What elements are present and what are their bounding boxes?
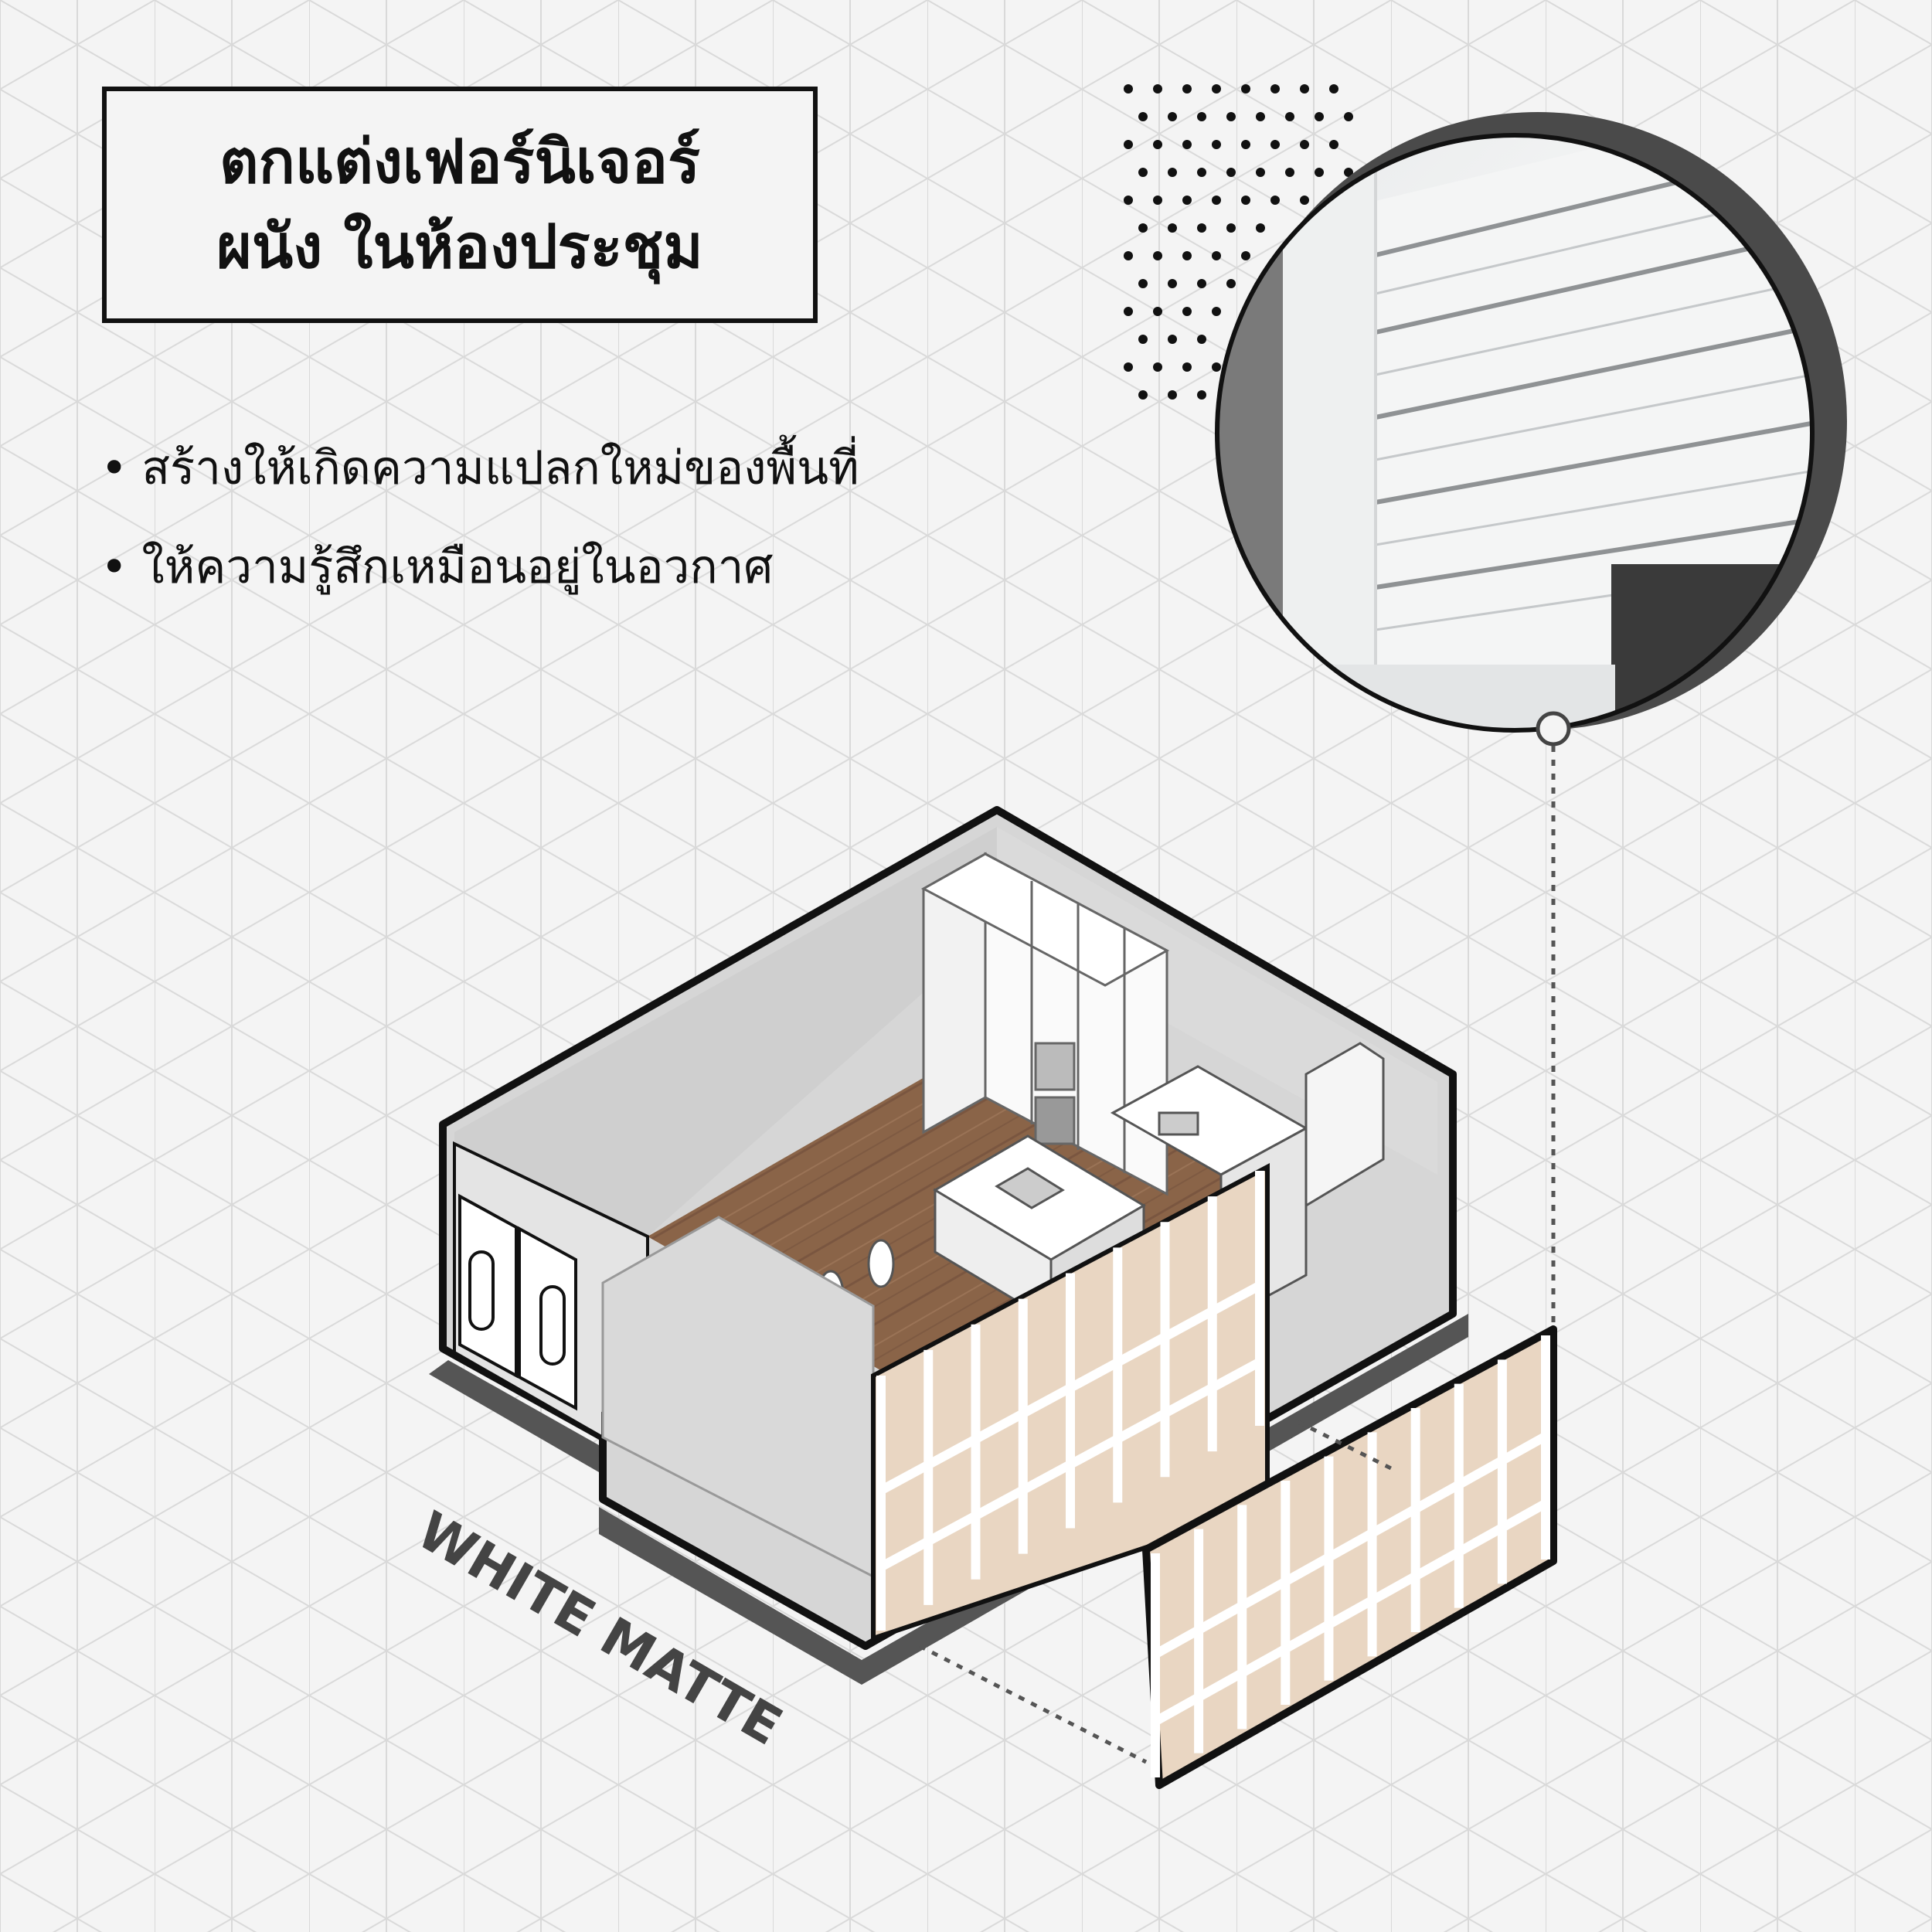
halftone-dot <box>1124 307 1133 316</box>
halftone-dot <box>1226 279 1236 288</box>
halftone-dot <box>1182 307 1192 316</box>
halftone-dot <box>1344 112 1353 121</box>
halftone-dot <box>1138 168 1148 177</box>
halftone-dot <box>1256 168 1265 177</box>
bullet-marker: • <box>100 540 128 594</box>
halftone-dot <box>1212 84 1221 94</box>
halftone-dot <box>1212 140 1221 149</box>
halftone-dot <box>1197 223 1206 233</box>
halftone-dot <box>1124 84 1133 94</box>
halftone-dot <box>1329 84 1338 94</box>
halftone-dot <box>1285 112 1294 121</box>
page-title-line-1: ตกแต่งเฟอร์นิเจอร์ <box>219 128 700 197</box>
halftone-dot <box>1226 168 1236 177</box>
halftone-dot <box>1124 362 1133 372</box>
wall-rail <box>1153 1432 1548 1658</box>
halftone-dot <box>1153 140 1162 149</box>
wall-rail <box>879 1281 1262 1495</box>
halftone-dot <box>1182 84 1192 94</box>
halftone-dot <box>1197 112 1206 121</box>
halftone-dot <box>1241 84 1250 94</box>
page-title-line-2: ผนัง ในห้องประชุม <box>216 213 703 282</box>
halftone-dots-decoration <box>1124 84 1353 400</box>
halftone-dot <box>1329 140 1338 149</box>
circle-outline <box>1215 133 1815 733</box>
halftone-dot <box>1241 196 1250 205</box>
halftone-dot <box>1153 307 1162 316</box>
halftone-dot <box>1212 196 1221 205</box>
bullet-text: ให้ความรู้สึกเหมือนอยู่ในอวกาศ <box>141 540 774 594</box>
halftone-dot <box>1153 251 1162 260</box>
halftone-dot <box>1138 279 1148 288</box>
halftone-dot <box>1315 112 1324 121</box>
halftone-dot <box>1285 168 1294 177</box>
halftone-dot <box>1138 112 1148 121</box>
halftone-dot <box>1300 140 1309 149</box>
halftone-dot <box>1256 223 1265 233</box>
halftone-dot <box>1212 362 1221 372</box>
halftone-dot <box>1270 84 1280 94</box>
halftone-dot <box>1197 335 1206 344</box>
halftone-dot <box>1300 196 1309 205</box>
halftone-dot <box>1344 168 1353 177</box>
isometric-room-model <box>439 806 1457 1650</box>
bullet-item: •สร้างให้เกิดความแปลกใหม่ของพื้นที่ <box>100 440 1066 496</box>
halftone-dot <box>1168 279 1177 288</box>
back-left-wall <box>454 827 997 1236</box>
halftone-dot <box>1226 112 1236 121</box>
halftone-dot <box>1212 251 1221 260</box>
halftone-dot <box>1315 168 1324 177</box>
halftone-dot <box>1168 390 1177 400</box>
halftone-dot <box>1241 140 1250 149</box>
halftone-dot <box>1138 223 1148 233</box>
halftone-dot <box>1168 112 1177 121</box>
halftone-dot <box>1256 112 1265 121</box>
exploded-wall-panel <box>918 1325 1557 1789</box>
halftone-dot <box>1168 223 1177 233</box>
halftone-dot <box>1124 251 1133 260</box>
wall-panel-photo <box>1217 135 1812 730</box>
halftone-dot <box>1182 362 1192 372</box>
halftone-dot <box>1182 251 1192 260</box>
halftone-dot <box>1153 84 1162 94</box>
halftone-dot <box>1241 251 1250 260</box>
callout-anchor-circle <box>1536 711 1571 747</box>
halftone-dot <box>1124 140 1133 149</box>
halftone-dot <box>1153 196 1162 205</box>
halftone-dot <box>1212 307 1221 316</box>
slatted-feature-wall <box>871 1163 1270 1642</box>
panel-dotted-line-upper <box>1297 1420 1393 1471</box>
halftone-dot <box>1138 390 1148 400</box>
halftone-dot <box>1124 196 1133 205</box>
wall-rail <box>1153 1499 1548 1726</box>
halftone-dot <box>1300 84 1309 94</box>
double-door <box>458 1193 577 1411</box>
halftone-dot <box>1138 335 1148 344</box>
panel-dotted-line <box>918 1644 1148 1764</box>
halftone-dot <box>1168 168 1177 177</box>
halftone-dot <box>1197 279 1206 288</box>
halftone-dot <box>1182 196 1192 205</box>
halftone-dot <box>1182 140 1192 149</box>
title-box: ตกแต่งเฟอร์นิเจอร์ ผนัง ในห้องประชุม <box>102 87 818 323</box>
bullet-list: •สร้างให้เกิดความแปลกใหม่ของพื้นที่ •ให้… <box>100 440 1066 638</box>
bullet-item: •ให้ความรู้สึกเหมือนอยู่ในอวกาศ <box>100 539 1066 595</box>
bullet-marker: • <box>100 441 128 495</box>
halftone-dot <box>1270 196 1280 205</box>
halftone-dot <box>1153 362 1162 372</box>
wall-rail <box>879 1358 1262 1571</box>
bullet-text: สร้างให้เกิดความแปลกใหม่ของพื้นที่ <box>141 441 859 495</box>
halftone-dot <box>1270 140 1280 149</box>
halftone-dot <box>1197 168 1206 177</box>
halftone-dot <box>1197 390 1206 400</box>
halftone-dot <box>1168 335 1177 344</box>
halftone-dot <box>1226 223 1236 233</box>
